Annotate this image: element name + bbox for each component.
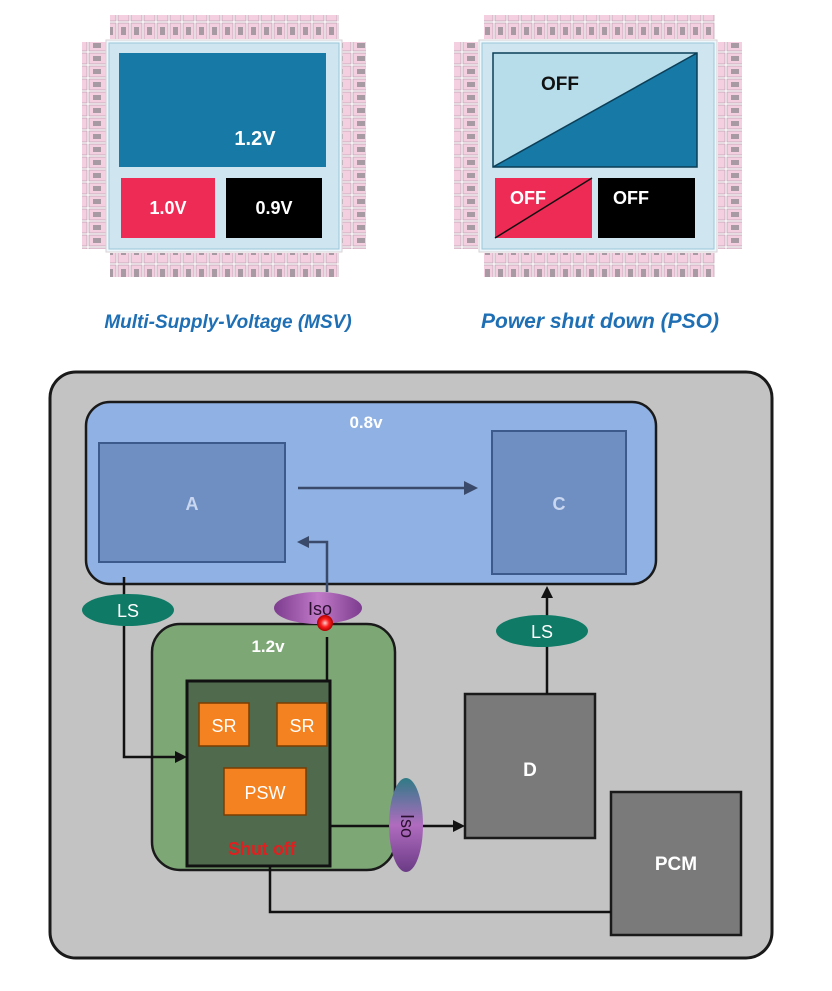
ls-left-label: LS xyxy=(117,601,139,621)
msv-left-pins xyxy=(82,42,106,249)
ls-right xyxy=(496,615,588,647)
shutoff-label: Shut off xyxy=(228,839,297,859)
failure-indicator-dot xyxy=(317,615,333,631)
msv-chip: 1.2V 1.0V 0.9V xyxy=(82,15,366,277)
wire-a-to-shutoff xyxy=(122,577,178,759)
pso-top-pins xyxy=(484,15,715,39)
msv-right-voltage: 0.9V xyxy=(255,198,292,218)
sr-left xyxy=(198,702,250,747)
msv-1v2-region xyxy=(119,53,326,167)
psw-label: PSW xyxy=(244,783,285,803)
pso-bottom-pins xyxy=(484,253,715,277)
msv-top-pins xyxy=(110,15,339,39)
block-c xyxy=(491,430,627,575)
pso-right-state: OFF xyxy=(613,188,649,208)
iso-top-label: Iso xyxy=(308,599,332,619)
domain-0v8-label: 0.8v xyxy=(349,413,383,432)
pso-top-state: OFF xyxy=(541,74,579,95)
pso-chip: OFF OFF OFF xyxy=(454,15,742,277)
pso-right-pins xyxy=(718,42,742,249)
block-pcm-label: PCM xyxy=(655,854,697,875)
sr-left-label: SR xyxy=(211,716,236,736)
pso-left-pins xyxy=(454,42,478,249)
iso-right-label: Iso xyxy=(397,814,417,838)
msv-0v9-region xyxy=(226,178,322,238)
iso-top xyxy=(274,592,362,624)
pso-left-state: OFF xyxy=(510,188,546,208)
msv-caption: Multi-Supply-Voltage (MSV) xyxy=(104,312,351,333)
msv-top-voltage: 1.2V xyxy=(234,128,276,150)
block-a-label: A xyxy=(186,494,199,514)
pso-right-region xyxy=(598,178,695,238)
block-a xyxy=(98,442,286,563)
domain-1v2-label: 1.2v xyxy=(251,637,285,656)
iso-right xyxy=(389,778,423,872)
block-c-label: C xyxy=(553,494,566,514)
psw-block xyxy=(223,767,307,816)
msv-right-pins xyxy=(342,42,366,249)
pso-caption: Power shut down (PSO) xyxy=(481,310,719,333)
ls-right-label: LS xyxy=(531,622,553,642)
block-pcm xyxy=(609,790,743,937)
sr-right xyxy=(276,702,328,747)
block-d xyxy=(463,692,597,840)
msv-left-voltage: 1.0V xyxy=(149,198,186,218)
wire-iso-to-a xyxy=(307,540,329,592)
msv-1v0-region xyxy=(121,178,215,238)
sr-right-label: SR xyxy=(289,716,314,736)
msv-bottom-pins xyxy=(110,253,339,277)
wire-shutoff-to-pcm xyxy=(268,866,611,914)
block-d-label: D xyxy=(523,760,537,781)
ls-left xyxy=(82,594,174,626)
